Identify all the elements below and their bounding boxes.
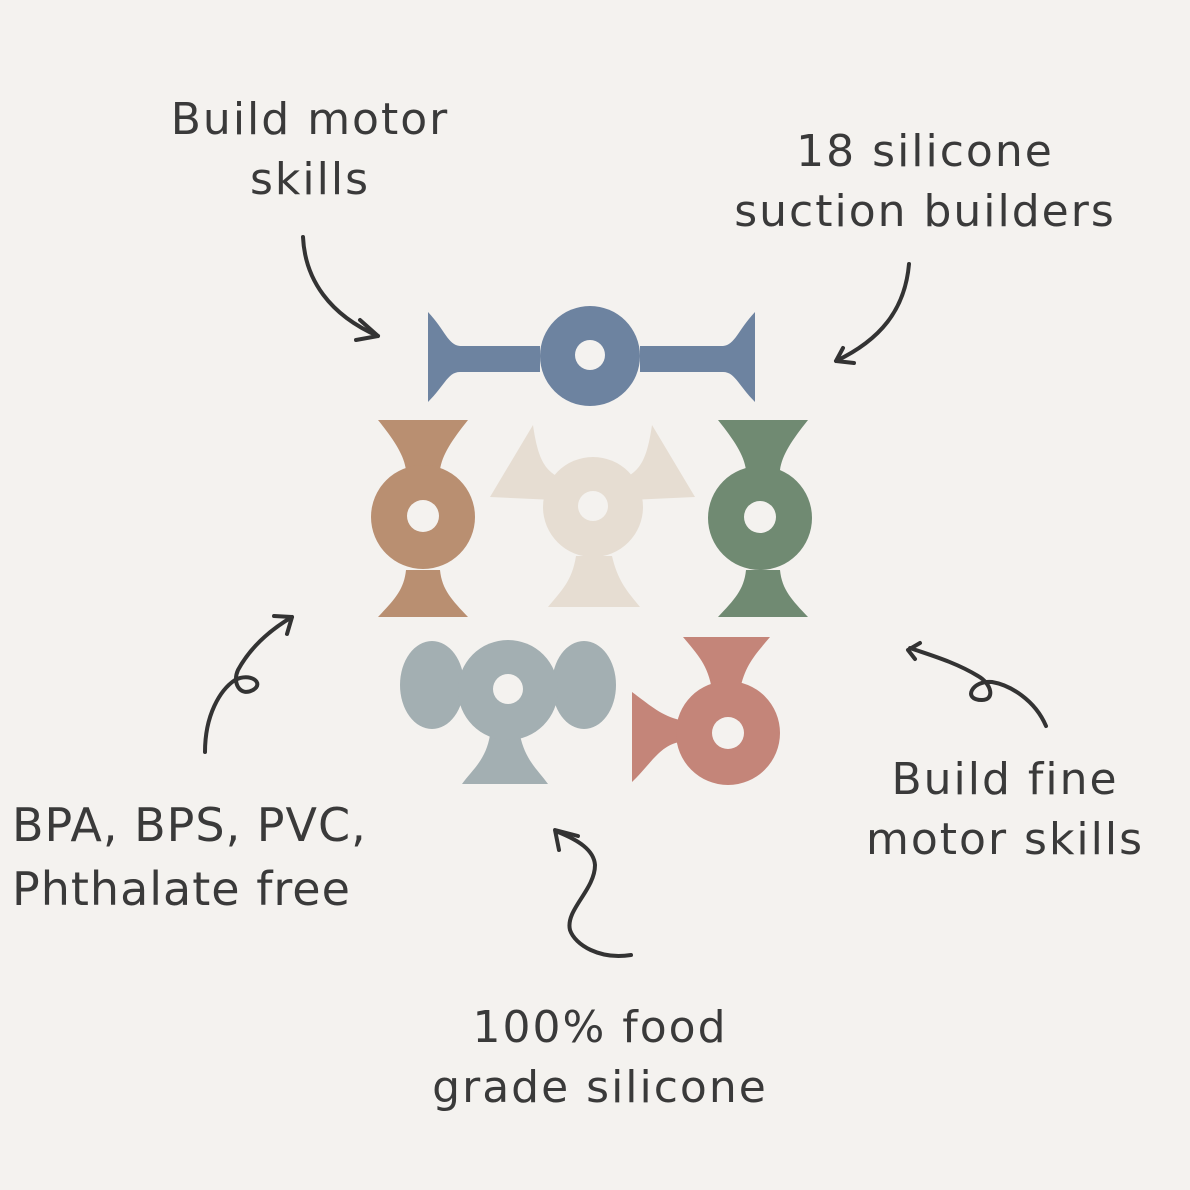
- callout-line: motor skills: [865, 814, 1145, 865]
- callout-line: Phthalate free: [12, 862, 351, 916]
- callout-build-motor-skills: Build motor skills: [140, 90, 480, 210]
- callout-line: Build fine: [891, 754, 1119, 805]
- callout-line: BPA, BPS, PVC,: [12, 798, 367, 852]
- curved-arrow-down-right-icon: [301, 235, 380, 342]
- callout-line: suction builders: [734, 186, 1116, 237]
- grey-triple-builder: [400, 640, 616, 784]
- cream-triple-builder: [490, 425, 695, 607]
- blue-double-suction-builder: [428, 306, 755, 406]
- callout-line: 100% food: [472, 1002, 728, 1053]
- callout-line: grade silicone: [432, 1062, 768, 1113]
- green-vertical-builder: [708, 420, 812, 617]
- squiggle-arrow-up-icon: [553, 828, 633, 958]
- callout-suction-builders: 18 silicone suction builders: [700, 122, 1150, 242]
- curved-arrow-down-left-icon: [834, 262, 911, 365]
- loop-arrow-up-left-icon: [906, 641, 1048, 728]
- rose-corner-builder: [632, 637, 780, 785]
- callout-line: 18 silicone: [796, 126, 1054, 177]
- callout-line: Build motor: [170, 94, 450, 145]
- loop-arrow-up-right-icon: [203, 614, 294, 754]
- callout-fine-motor-skills: Build fine motor skills: [840, 750, 1170, 870]
- callout-line: skills: [249, 154, 370, 205]
- callout-bpa-free: BPA, BPS, PVC, Phthalate free: [0, 793, 442, 921]
- tan-vertical-builder: [371, 420, 475, 617]
- callout-food-grade: 100% food grade silicone: [400, 998, 800, 1118]
